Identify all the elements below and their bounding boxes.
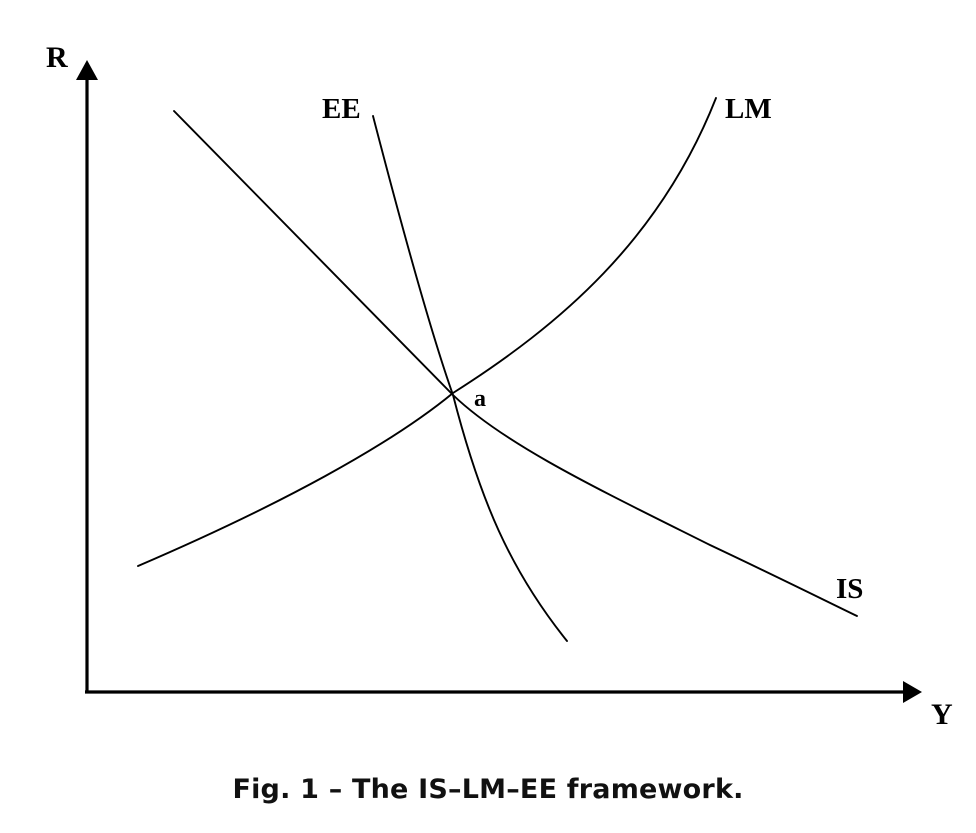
x-axis-arrow-icon [903,681,922,703]
y-axis-arrow-icon [76,60,98,80]
is-curve-label: IS [836,573,863,605]
figure-caption: Fig. 1 – The IS–LM–EE framework. [232,774,744,805]
lm-curve [137,97,717,567]
y-axis-label: R [46,41,68,74]
lm-curve-label: LM [725,93,772,125]
ee-curve-label: EE [322,93,361,125]
is-curve [173,110,858,617]
equilibrium-point-label: a [474,386,486,412]
ee-curve [372,115,568,642]
x-axis-label: Y [931,698,953,731]
is-lm-ee-diagram: R Y EE LM IS a [46,41,953,731]
